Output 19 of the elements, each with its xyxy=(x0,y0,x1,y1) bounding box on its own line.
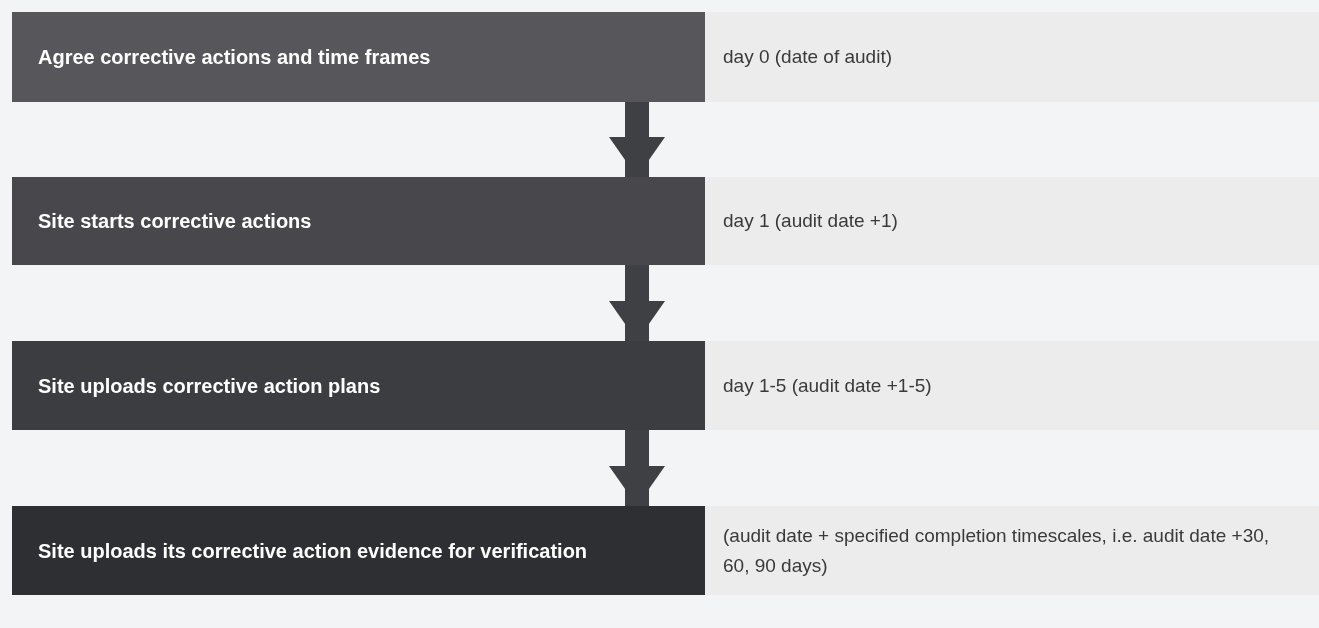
step-box xyxy=(12,12,705,102)
down-arrow xyxy=(609,430,665,506)
timing-panel xyxy=(705,341,1319,430)
timing-text: (audit date + specified completion timescales, i.e. audit date +30, 60, 90 days) xyxy=(723,523,1271,578)
timing-text: day 1 (audit date +1) xyxy=(723,209,898,233)
step-box xyxy=(12,341,705,430)
down-arrow xyxy=(609,102,665,177)
timing-text: day 1-5 (audit date +1-5) xyxy=(723,373,932,398)
down-arrow xyxy=(609,265,665,341)
timing-text: day 0 (date of audit) xyxy=(723,45,892,69)
step-text: Site uploads corrective action plans xyxy=(38,373,381,399)
timing-panel xyxy=(705,177,1319,265)
step-text: Site uploads its corrective action evidence for verification xyxy=(38,538,588,564)
timing-panel xyxy=(705,506,1319,595)
step-box xyxy=(12,177,705,265)
step-text: Site starts corrective actions xyxy=(38,209,312,234)
step-box xyxy=(12,506,705,595)
step-text: Agree corrective actions and time frames xyxy=(38,45,431,70)
timing-panel xyxy=(705,12,1319,102)
